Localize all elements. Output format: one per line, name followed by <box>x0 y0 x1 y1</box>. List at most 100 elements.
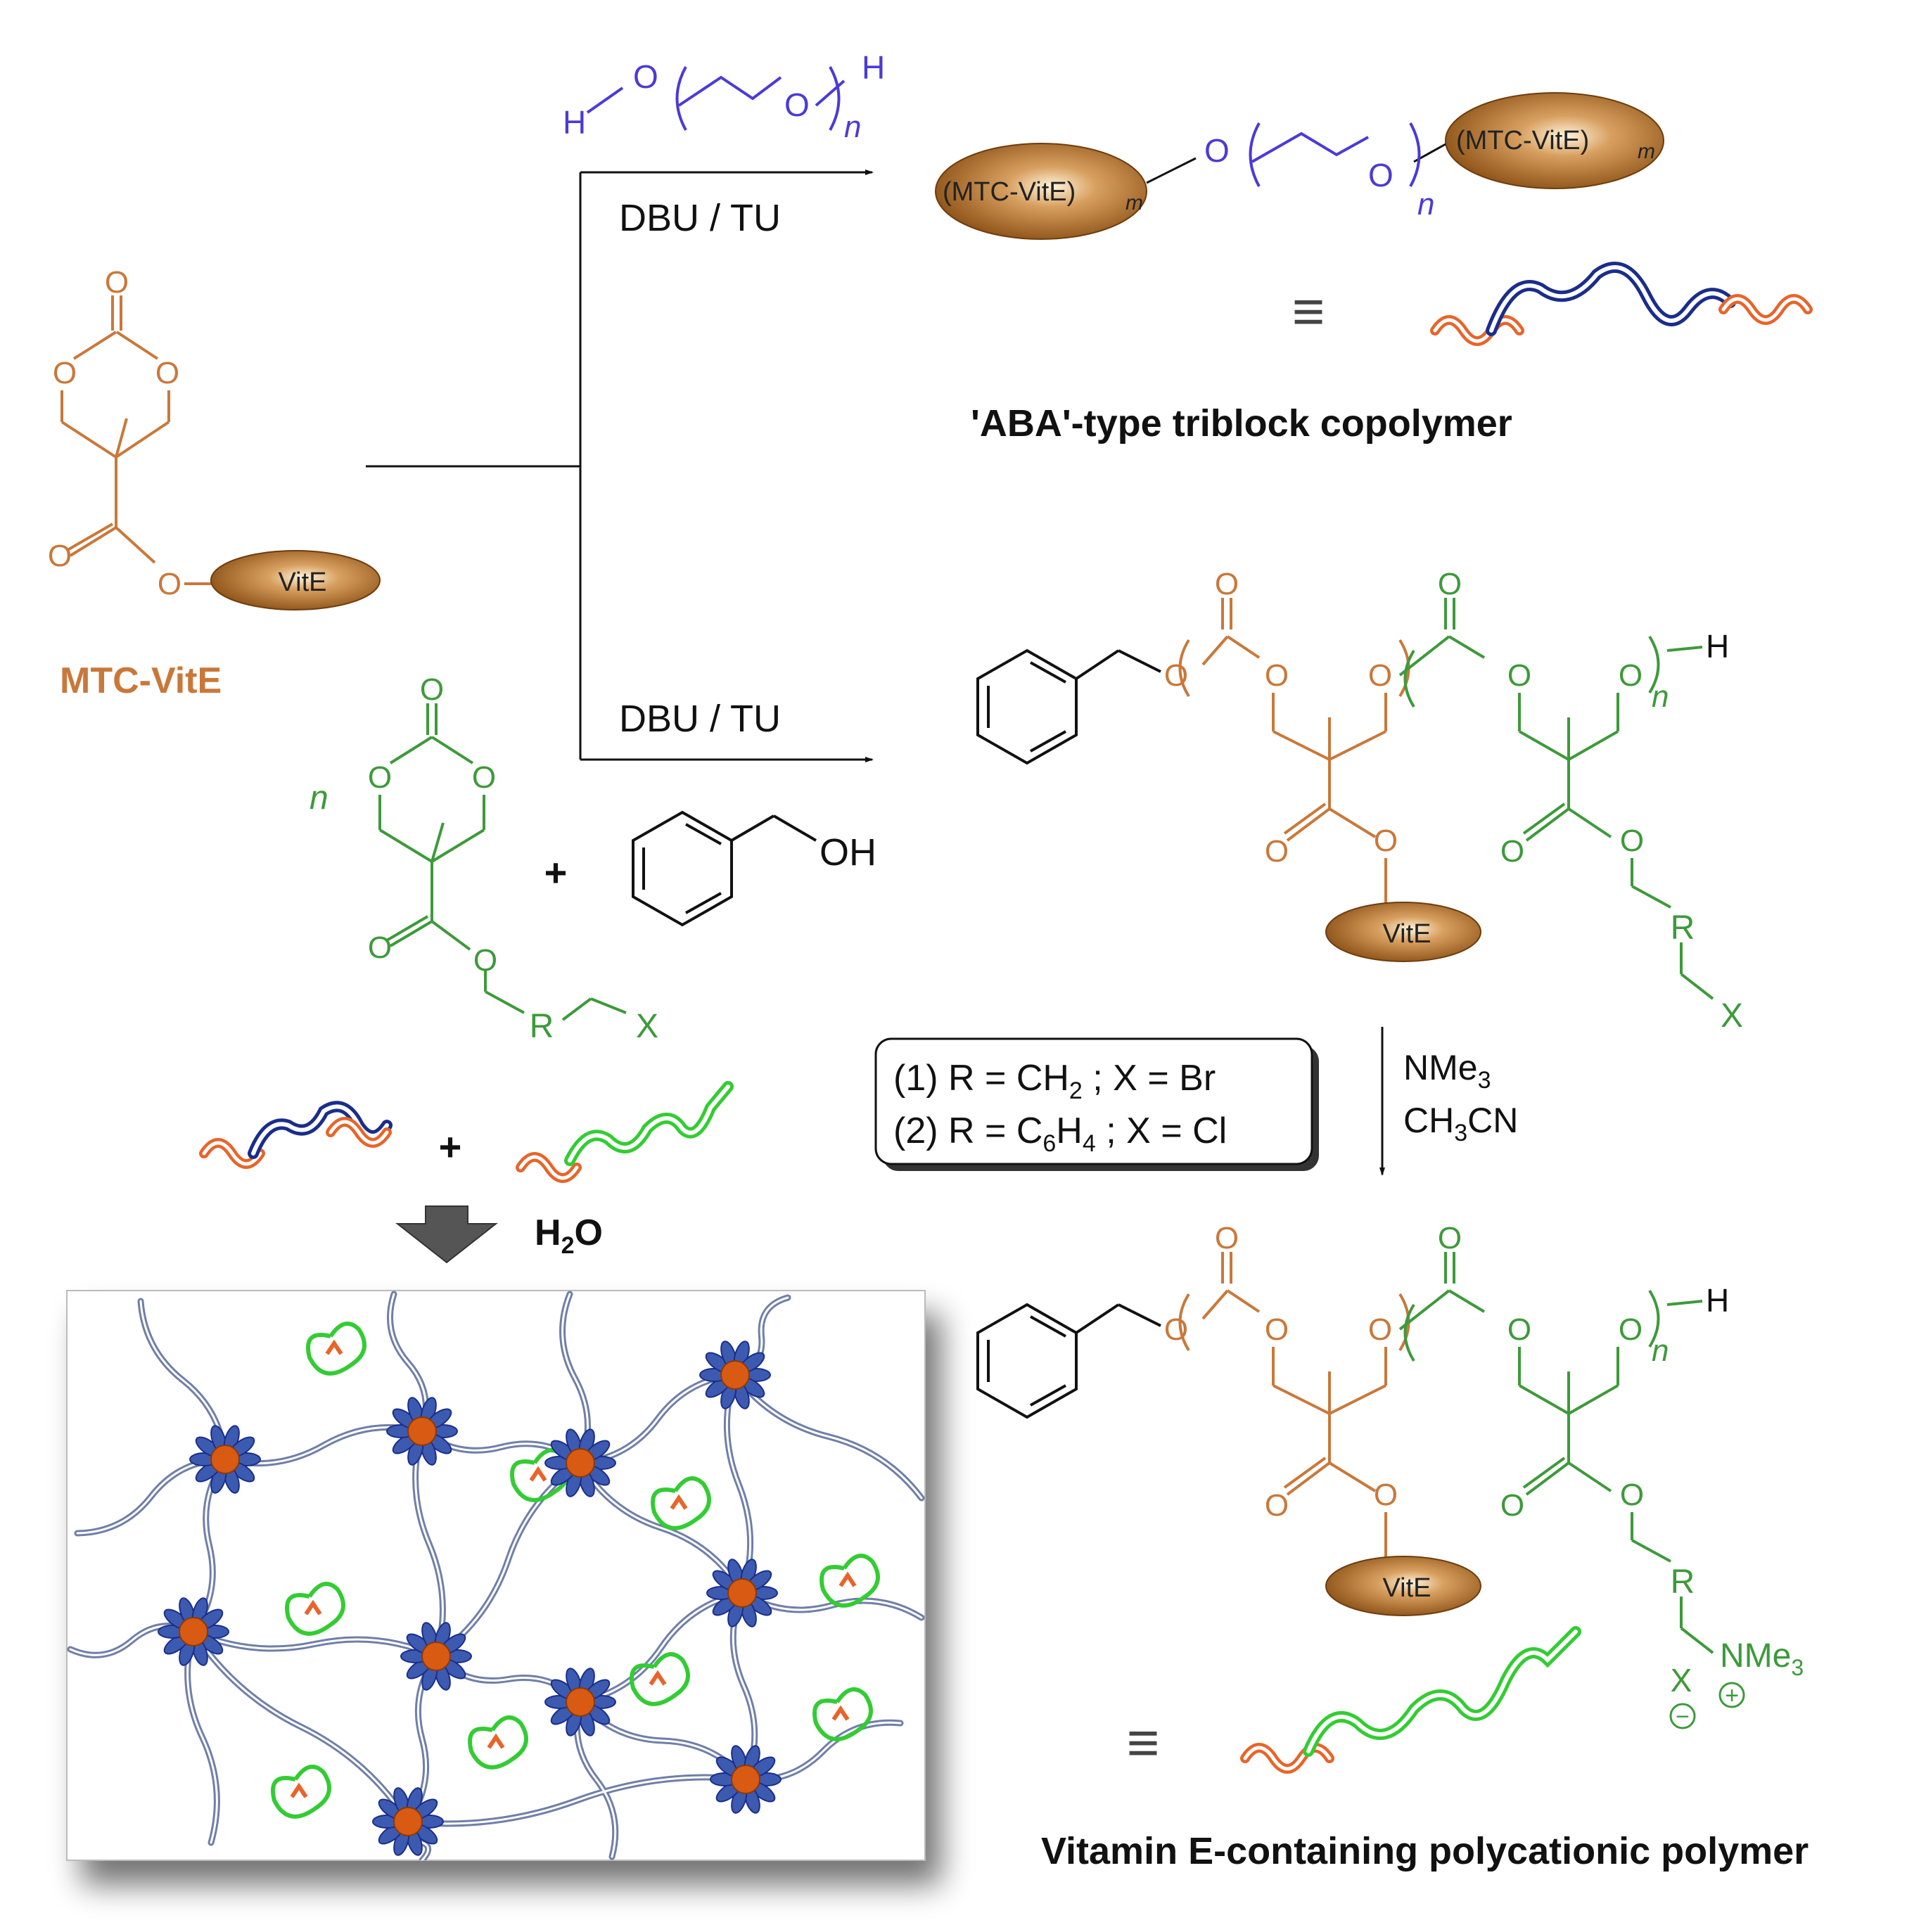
mix-polycation-cartoon <box>516 1081 734 1183</box>
micelle-node <box>699 1341 771 1409</box>
catalyst-top: DBU / TU <box>619 197 781 239</box>
atom-o: O <box>1204 132 1230 169</box>
atom-o: O <box>1215 567 1239 601</box>
micelle-core <box>731 1765 760 1794</box>
subscript-n: n <box>310 779 329 817</box>
free-polycation-chain <box>819 1554 880 1608</box>
network-bridge-chain <box>725 1374 752 1594</box>
atom-o: O <box>105 265 129 300</box>
micelle-core <box>566 1448 595 1478</box>
free-polycation-chain <box>285 1582 345 1636</box>
polycation-title: Vitamin E-containing polycationic polyme… <box>1041 1830 1809 1872</box>
free-polycation-chain <box>812 1687 873 1741</box>
atom-o: O <box>1164 1312 1188 1347</box>
micelle-core <box>566 1687 595 1717</box>
subscript-n: n <box>844 110 861 144</box>
atom-o: O <box>472 760 496 795</box>
network-bridge-chain <box>579 1461 744 1594</box>
atom-o: O <box>1374 824 1398 858</box>
negative-charge-icon <box>1669 1703 1696 1729</box>
atom-o: O <box>1507 658 1531 693</box>
micelle-core <box>421 1642 451 1671</box>
micelle-core <box>179 1617 208 1646</box>
vite-ellipse <box>210 550 381 610</box>
atom-o: O <box>1619 1312 1643 1347</box>
atom-o: O <box>1368 658 1392 693</box>
network-bridge-chain <box>192 1630 409 1823</box>
atom-r: R <box>1671 1563 1695 1601</box>
atom-o: O <box>420 672 444 707</box>
monomer-name: MTC-VitE <box>60 660 222 701</box>
micelle-node <box>544 1668 616 1736</box>
vite-segment <box>325 1339 343 1355</box>
copolymer-precursor: O O O O O O O O O O O H n R X VitE <box>976 567 1743 1035</box>
micelle-node <box>710 1745 782 1814</box>
atom-o: O <box>368 760 392 795</box>
plus-sign: + <box>544 850 568 895</box>
atom-o: O <box>1265 658 1289 693</box>
atom-o: O <box>368 930 392 965</box>
atom-o: O <box>1374 1478 1398 1512</box>
free-polycation-chain <box>271 1765 331 1819</box>
negative-charge-sign: − <box>1676 1703 1690 1730</box>
equivalence-sign: ≡ <box>1127 1711 1160 1774</box>
atom-o: O <box>1507 1312 1531 1347</box>
down-block-arrow <box>395 1205 498 1264</box>
plus-sign: + <box>439 1125 462 1169</box>
legend-line-1: (1) R = CH2 ; X = Br <box>893 1058 1216 1104</box>
vite-label: VitE <box>278 568 326 597</box>
triblock-title: 'ABA'-type triblock copolymer <box>971 402 1512 444</box>
vite-segment <box>670 1494 688 1510</box>
micelle-node <box>706 1559 778 1627</box>
legend-line-2: (2) R = C6H4 ; X = Cl <box>893 1111 1227 1157</box>
micelle-core <box>393 1807 423 1836</box>
mix-triblock-cartoon <box>199 1101 393 1169</box>
micelle-node <box>544 1428 616 1497</box>
reaction-branch-lines <box>366 169 874 762</box>
atom-o: O <box>1500 834 1524 869</box>
network-bridge-chain <box>435 1461 582 1658</box>
legend-box <box>874 1037 1313 1165</box>
atom-x: X <box>636 1008 658 1045</box>
atom-o: O <box>1368 1312 1392 1347</box>
network-bridge-chain <box>414 1430 444 1658</box>
micelle-node <box>372 1787 444 1856</box>
atom-o: O <box>633 58 658 95</box>
atom-r: R <box>1671 909 1695 947</box>
subscript-n: n <box>1652 679 1669 714</box>
trimethylammonium: NMe3 <box>1720 1637 1804 1680</box>
benzyl-alcohol <box>632 810 817 927</box>
atom-o: O <box>1265 834 1289 869</box>
atom-o: O <box>1265 1488 1289 1523</box>
atom-o: O <box>1215 1221 1239 1255</box>
network-bridge-chain <box>407 1776 747 1825</box>
micelle-node <box>189 1425 261 1494</box>
mtc-vite-monomer <box>60 295 232 585</box>
peg-middle-block <box>1146 143 1446 184</box>
counter-anion-x: X <box>1671 1662 1692 1699</box>
mtc-vite-block-label: (MTC-VitE) <box>943 177 1076 207</box>
atom-h: H <box>862 49 885 86</box>
micelle-nodes <box>158 1341 782 1856</box>
micelle-core <box>407 1416 437 1446</box>
vite-segment <box>838 1571 857 1587</box>
atom-h: H <box>1706 628 1729 665</box>
free-polycation-chain <box>630 1652 690 1706</box>
free-polycation-chain <box>306 1322 366 1376</box>
atom-o: O <box>1500 1488 1524 1523</box>
micelle-core <box>727 1578 757 1608</box>
atom-h: H <box>1706 1282 1729 1319</box>
subscript-m: m <box>1125 191 1143 215</box>
subscript-n: n <box>1417 187 1434 222</box>
atom-o: O <box>1438 567 1462 601</box>
free-polycation-chains <box>271 1322 880 1819</box>
subscript-n: n <box>1652 1333 1669 1368</box>
atom-o: O <box>1619 658 1643 693</box>
polycation-cartoon <box>1240 1626 1581 1774</box>
positive-charge-icon <box>1718 1682 1745 1708</box>
atom-o: O <box>155 356 179 390</box>
atom-o: O <box>473 943 497 978</box>
micelle-node <box>158 1597 229 1666</box>
